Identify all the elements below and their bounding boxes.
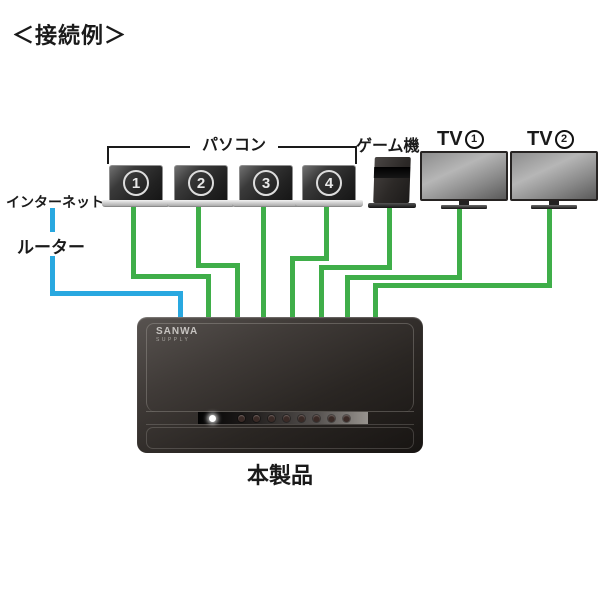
tv-1 [420, 151, 508, 209]
game-console [368, 156, 416, 208]
pc-group-label: パソコン [190, 131, 278, 155]
switch-led-slot-line [146, 411, 414, 412]
game-console-label: ゲーム機 [356, 138, 420, 155]
switch-bottom-panel-bevel [146, 427, 414, 449]
laptop1-cable-segment [206, 274, 211, 322]
tv-1-screen [422, 153, 506, 199]
tv1-circled-number: 1 [464, 130, 484, 149]
page-title: ＜接続例＞ [12, 23, 128, 48]
laptop-2-base [167, 200, 235, 207]
router-cable-segment [50, 208, 55, 232]
game-cable-segment [319, 265, 392, 270]
game-console-base [368, 203, 416, 208]
port-led-7 [328, 414, 335, 422]
laptop-1-base [102, 200, 170, 207]
tv1-cable-segment [345, 275, 462, 280]
laptop-3-number: 3 [253, 170, 279, 196]
tv-2 [510, 151, 598, 209]
product-switch: SANWA SUPPLY [137, 317, 423, 453]
port-led-5 [298, 414, 305, 422]
switch-top-panel-bevel [146, 323, 414, 412]
laptop-2-number: 2 [188, 170, 214, 196]
tv1-cable-segment [457, 206, 462, 280]
brand-subname: SUPPLY [156, 337, 191, 343]
port-led-2 [253, 414, 260, 422]
router-cable-segment [50, 291, 183, 296]
laptop-1-screen: 1 [109, 165, 163, 201]
game-cable-segment [319, 265, 324, 322]
laptop-1: 1 [102, 165, 170, 213]
switch-led-slot-line [146, 424, 414, 425]
laptop-1-number: 1 [123, 170, 149, 196]
tv2-cable-segment [547, 206, 552, 288]
tv-1-stand-base [441, 205, 487, 209]
laptop2-cable-segment [196, 203, 201, 268]
tv-2-bezel [510, 151, 598, 201]
laptop3-cable-segment [261, 203, 266, 322]
tv1-label-text: TV [437, 128, 463, 150]
tv-2-screen [512, 153, 596, 199]
product-label: 本製品 [246, 463, 313, 488]
game-console-body [373, 157, 411, 203]
game-cable-segment [387, 206, 392, 270]
laptop2-cable-segment [196, 263, 240, 268]
tv1-cable-segment [345, 275, 350, 322]
laptop-4: 4 [295, 165, 363, 213]
laptop-3: 3 [232, 165, 300, 213]
port-led-4 [283, 414, 290, 422]
pc-group-bracket-tick-right [355, 146, 357, 164]
tv-1-bezel [420, 151, 508, 201]
pc-group-bracket-tick-left [107, 146, 109, 164]
port-led-3 [268, 414, 275, 422]
tv2-circled-number: 2 [554, 130, 574, 149]
laptop-3-base [232, 200, 300, 207]
router-label: ルーター [17, 238, 85, 257]
port-leds [238, 414, 350, 422]
brand-logo: SANWA SUPPLY [156, 327, 198, 343]
tv2-cable-segment [373, 283, 378, 322]
tv-2-stand-base [531, 205, 577, 209]
brand-name: SANWA [156, 326, 199, 337]
power-led [209, 414, 216, 422]
tv-1-stand-neck [459, 201, 469, 206]
laptop-2: 2 [167, 165, 235, 213]
laptop-2-screen: 2 [174, 165, 228, 201]
port-led-8 [343, 414, 350, 422]
laptop-3-screen: 3 [239, 165, 293, 201]
tv2-cable-segment [373, 283, 552, 288]
router-cable-segment [50, 256, 55, 296]
laptop-4-screen: 4 [302, 165, 356, 201]
tv2-label-text: TV [527, 128, 553, 150]
router-cable-segment [178, 291, 183, 322]
internet-label: インターネット [6, 194, 104, 210]
port-led-1 [238, 414, 245, 422]
laptop4-cable-segment [290, 256, 329, 261]
laptop4-cable-segment [290, 256, 295, 322]
led-strip [198, 412, 368, 424]
laptop-4-base [295, 200, 363, 207]
laptop4-cable-segment [324, 203, 329, 261]
laptop1-cable-segment [131, 203, 136, 279]
port-led-6 [313, 414, 320, 422]
game-console-glossy-band [373, 167, 411, 178]
laptop2-cable-segment [235, 263, 240, 322]
laptop1-cable-segment [131, 274, 211, 279]
tv-2-stand-neck [549, 201, 559, 206]
laptop-4-number: 4 [316, 170, 342, 196]
